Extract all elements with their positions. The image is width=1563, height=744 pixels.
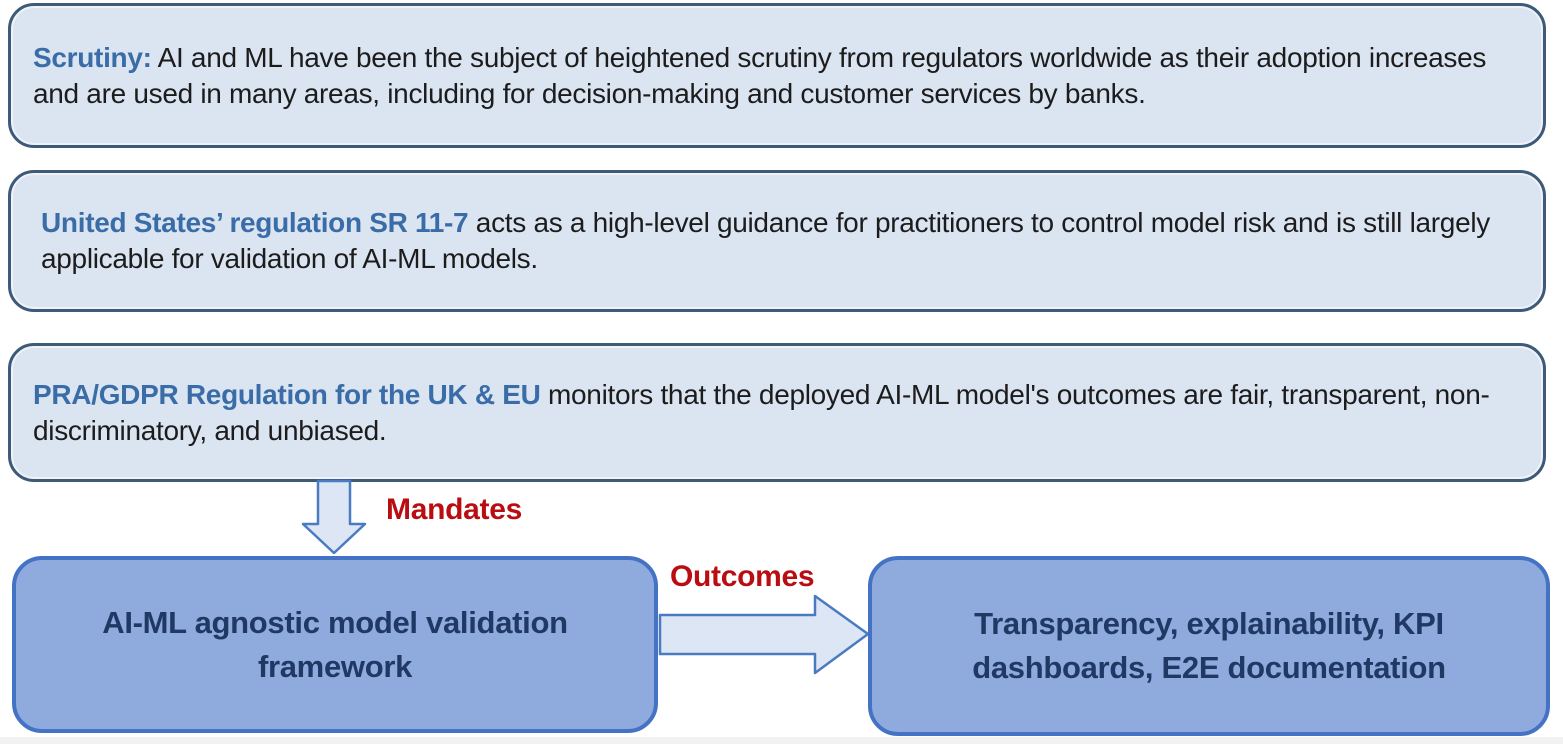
- pra-gdpr-body-text: monitors that the deployed AI-ML model's…: [33, 378, 1490, 446]
- sr11-7-box: United States’ regulation SR 11-7 acts a…: [8, 170, 1546, 312]
- sr11-7-lead-text: United States’ regulation SR 11-7: [41, 207, 469, 238]
- outcomes-results-text: Transparency, explainability, KPI dashbo…: [972, 606, 1446, 685]
- outcomes-results-box: Transparency, explainability, KPI dashbo…: [868, 556, 1550, 736]
- mandates-down-arrow-icon: [301, 479, 367, 555]
- scrutiny-box: Scrutiny: AI and ML have been the subjec…: [8, 3, 1546, 148]
- mandates-label: Mandates: [386, 493, 522, 526]
- pra-gdpr-text: PRA/GDPR Regulation for the UK & EU moni…: [11, 377, 1543, 449]
- sr11-7-text: United States’ regulation SR 11-7 acts a…: [11, 205, 1543, 277]
- sr11-7-body-text: acts as a high-level guidance for practi…: [41, 207, 1490, 274]
- scrutiny-body-text: AI and ML have been the subject of heigh…: [33, 41, 1487, 109]
- validation-framework-box: AI-ML agnostic model validation framewor…: [12, 556, 658, 733]
- pra-gdpr-lead-text: PRA/GDPR Regulation for the UK & EU: [33, 378, 541, 410]
- validation-framework-text: AI-ML agnostic model validation framewor…: [102, 604, 568, 684]
- outcomes-right-arrow-icon: [658, 594, 870, 675]
- pra-gdpr-box: PRA/GDPR Regulation for the UK & EU moni…: [8, 343, 1546, 482]
- bottom-edge-strip: [0, 737, 1563, 744]
- scrutiny-text: Scrutiny: AI and ML have been the subjec…: [11, 40, 1543, 112]
- outcomes-label: Outcomes: [670, 560, 815, 593]
- scrutiny-lead-text: Scrutiny:: [33, 41, 152, 73]
